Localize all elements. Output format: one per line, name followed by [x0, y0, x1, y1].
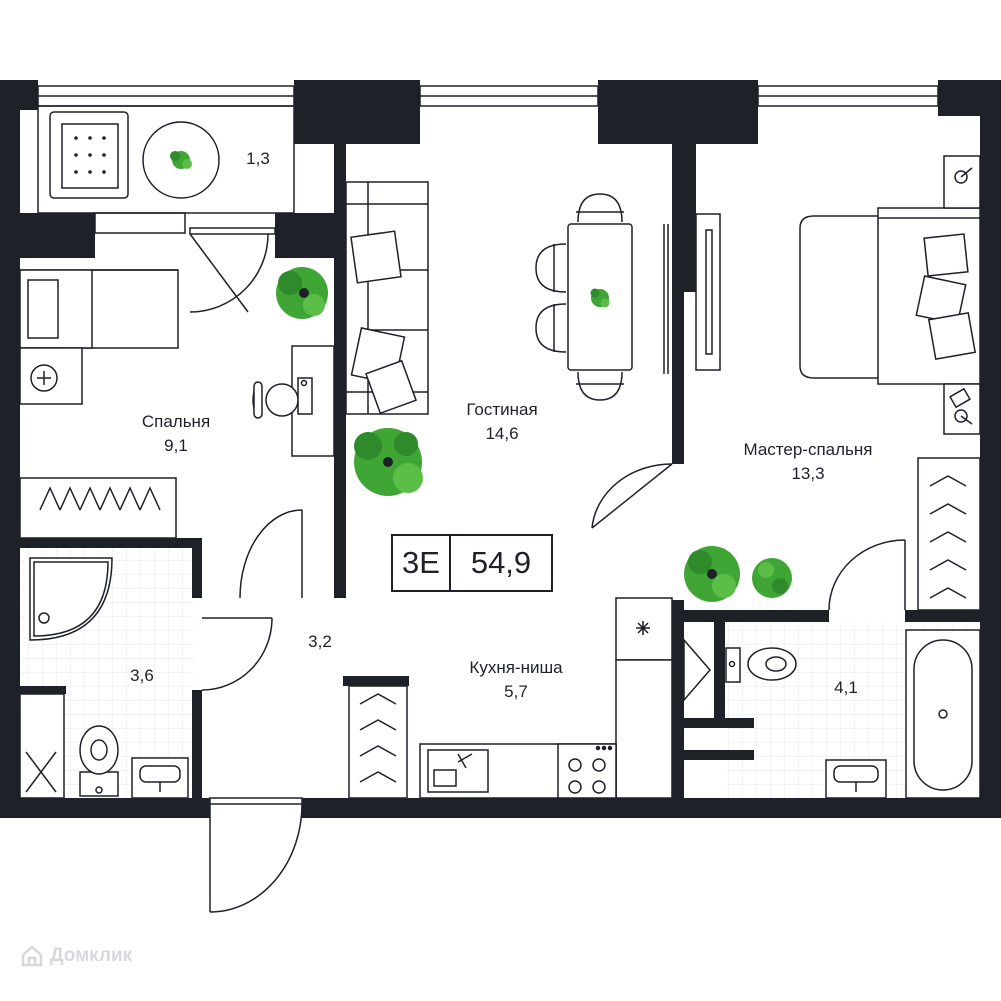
- double-bed-icon: [799, 207, 981, 385]
- nightstand-master-bottom: [943, 383, 981, 435]
- room-label-kitchen: Кухня-ниша 5,7: [469, 656, 562, 704]
- tv-panel-icon: [695, 213, 721, 371]
- doors: [189, 233, 906, 913]
- office-chair-icon: [252, 381, 299, 419]
- wardrobe-hall: [348, 685, 408, 799]
- room-label-bath1: 3,6: [130, 664, 154, 688]
- wardrobe-master: [917, 457, 981, 611]
- round-table-icon: [142, 121, 220, 199]
- room-area: 5,7: [504, 682, 528, 701]
- desk-icon: [291, 345, 335, 457]
- room-label-bath2: 4,1: [834, 676, 858, 700]
- room-area: 13,3: [791, 464, 825, 483]
- nightstand-master-top: [943, 155, 981, 209]
- toilet-bath1-icon: [79, 725, 119, 797]
- room-name: Мастер-спальня: [743, 440, 873, 459]
- sink-bath1-icon: [131, 757, 189, 799]
- room-label-master: Мастер-спальня 13,3: [743, 438, 872, 486]
- room-label-hall: 3,2: [308, 630, 332, 654]
- room-area: 3,2: [308, 632, 332, 651]
- table-plant-icon: [590, 288, 610, 308]
- windows: [37, 85, 939, 107]
- apartment-total-area: 54,9: [470, 545, 532, 580]
- room-area: 1,3: [246, 149, 270, 168]
- monstera-plant-icon: [354, 428, 423, 496]
- bathtub-icon: [905, 629, 981, 799]
- room-area: 3,6: [130, 666, 154, 685]
- shower-tray-icon: [29, 557, 113, 641]
- room-area: 14,6: [485, 424, 519, 443]
- armchair-icon: [49, 111, 129, 199]
- room-name: Спальня: [141, 412, 211, 431]
- room-label-bedroom: Спальня 9,1: [142, 410, 210, 458]
- kitchen-counter-icon: [419, 743, 617, 799]
- walls: [0, 80, 1001, 818]
- toilet-bath2-icon: [725, 647, 797, 683]
- fridge-icon: [615, 597, 673, 799]
- nightstand-icon: [19, 347, 83, 405]
- plant-bedroom-icon: [276, 267, 328, 319]
- sink-bath2-icon: [825, 759, 887, 799]
- room-area: 9,1: [164, 436, 188, 455]
- room-area: 4,1: [834, 678, 858, 697]
- house-icon: [21, 945, 43, 967]
- apartment-badge: 3E 54,9: [391, 534, 553, 592]
- sofa-icon: [345, 181, 429, 415]
- apartment-type: 3E: [393, 536, 451, 590]
- plants-master-icon: [684, 546, 792, 602]
- watermark: Домклик: [20, 944, 132, 968]
- watermark-text: Домклик: [50, 945, 133, 966]
- room-label-balcony: 1,3: [246, 147, 270, 171]
- balcony: [37, 105, 295, 235]
- washing-machine-icon: [19, 693, 65, 799]
- wardrobe-bedroom: [19, 477, 177, 539]
- room-name: Кухня-ниша: [469, 658, 563, 677]
- room-name: Гостиная: [466, 400, 538, 419]
- single-bed-icon: [19, 269, 179, 349]
- room-label-living: Гостиная 14,6: [466, 398, 537, 446]
- utility-box-icon: [683, 637, 711, 703]
